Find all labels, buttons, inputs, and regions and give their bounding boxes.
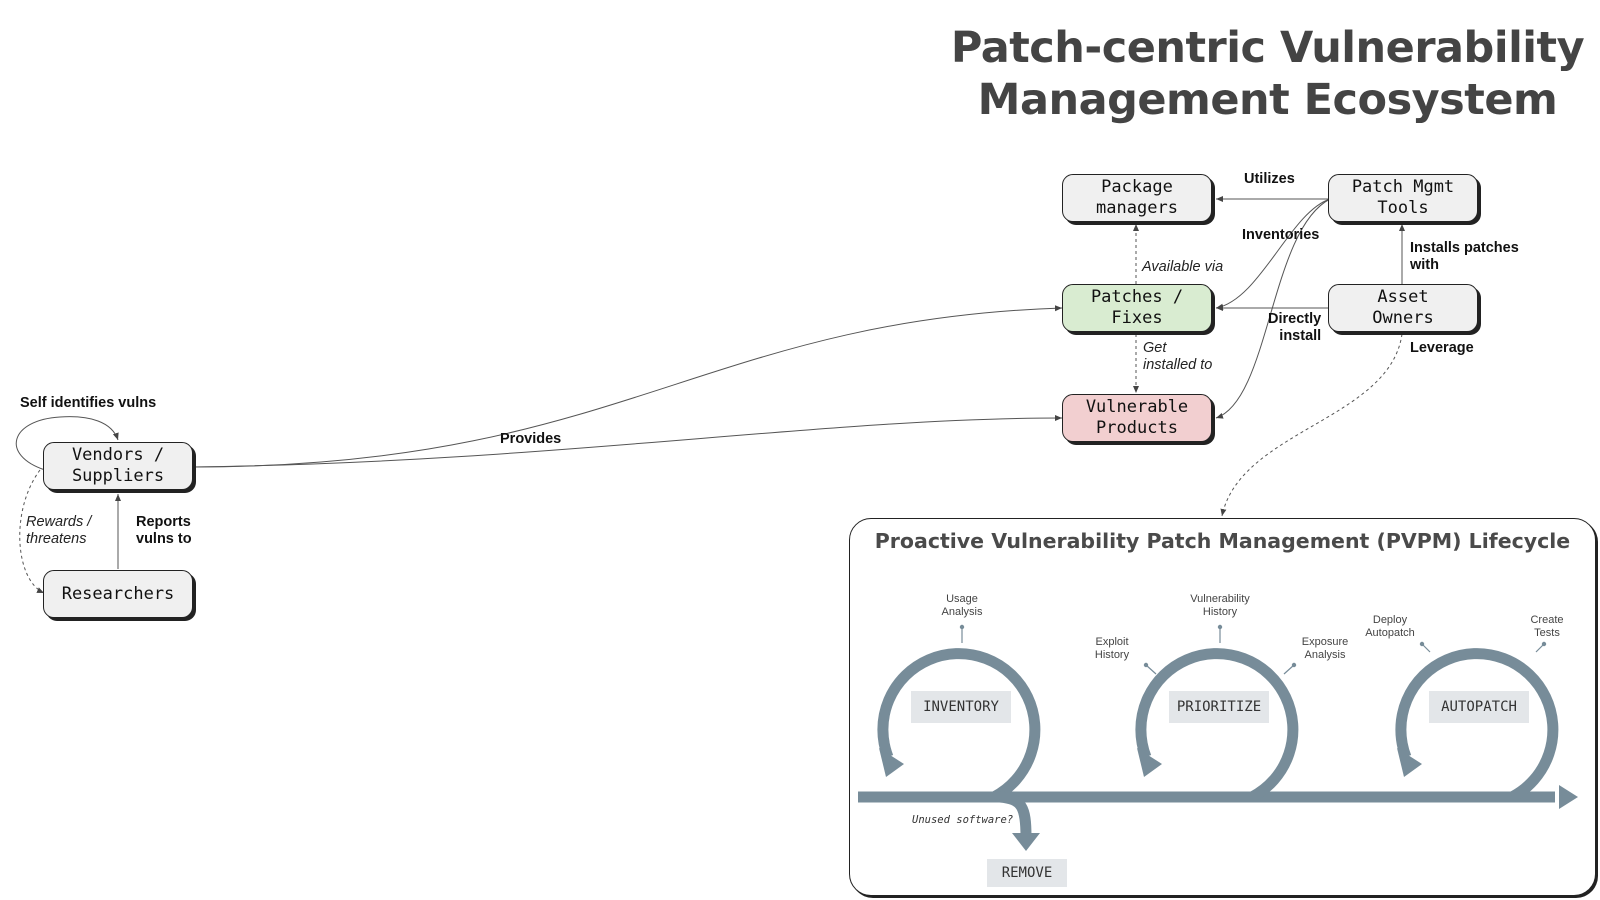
sublabel-deploy-autopatch: Deploy Autopatch: [1365, 614, 1415, 639]
label-get-installed-to: Get installed to: [1143, 340, 1213, 373]
node-asset-owners: Asset Owners: [1328, 284, 1478, 332]
node-vulnerable-products: Vulnerable Products: [1062, 394, 1212, 442]
pvpm-lifecycle-panel: Proactive Vulnerability Patch Management…: [849, 518, 1596, 896]
label-directly-install: Directly install: [1268, 311, 1322, 344]
sublabel-exploit-history: Exploit History: [1094, 636, 1130, 661]
edge-leverage: [1220, 333, 1403, 517]
sublabel-create-tests: Create Tests: [1530, 614, 1564, 639]
edge-self-identifies: [15, 416, 119, 471]
label-inventories: Inventories: [1242, 227, 1320, 243]
label-utilizes: Utilizes: [1244, 171, 1295, 187]
sublabel-exposure-analysis: Exposure Analysis: [1301, 636, 1349, 661]
unused-software-label: Unused software?: [912, 814, 1014, 826]
label-rewards-threatens: Rewards / threatens: [26, 514, 92, 547]
stage-prioritize: PRIORITIZE: [1169, 691, 1269, 723]
stage-autopatch: AUTOPATCH: [1429, 691, 1529, 723]
lifecycle-graphic: [858, 624, 1578, 851]
sublabel-usage-analysis: Usage Analysis: [941, 593, 983, 618]
label-leverage: Leverage: [1410, 340, 1474, 356]
edge-inventories-vulnerable: [1215, 198, 1331, 419]
lifecycle-title: Proactive Vulnerability Patch Management…: [874, 529, 1571, 553]
label-available-via: Available via: [1142, 259, 1224, 275]
label-provides: Provides: [500, 431, 562, 447]
edge-provides-vulnerable: [192, 415, 1063, 468]
node-vendors-suppliers: Vendors / Suppliers: [43, 442, 193, 490]
node-package-managers: Package managers: [1062, 174, 1212, 222]
node-researchers: Researchers: [43, 570, 193, 618]
node-patch-mgmt-tools: Patch Mgmt Tools: [1328, 174, 1478, 222]
stage-remove: REMOVE: [987, 859, 1067, 887]
edge-provides-patches: [192, 305, 1063, 468]
edge-inventories-patches: [1215, 198, 1331, 310]
node-patches-fixes: Patches / Fixes: [1062, 284, 1212, 332]
label-self-identifies-vulns: Self identifies vulns: [20, 395, 157, 411]
diagram-title: Patch-centric Vulnerability Management E…: [950, 23, 1585, 125]
stage-inventory: INVENTORY: [911, 691, 1011, 723]
label-installs-patches-with: Installs patches with: [1410, 240, 1519, 273]
sublabel-vulnerability-history: Vulnerability History: [1190, 593, 1250, 618]
label-reports-vulns-to: Reports vulns to: [136, 514, 192, 547]
